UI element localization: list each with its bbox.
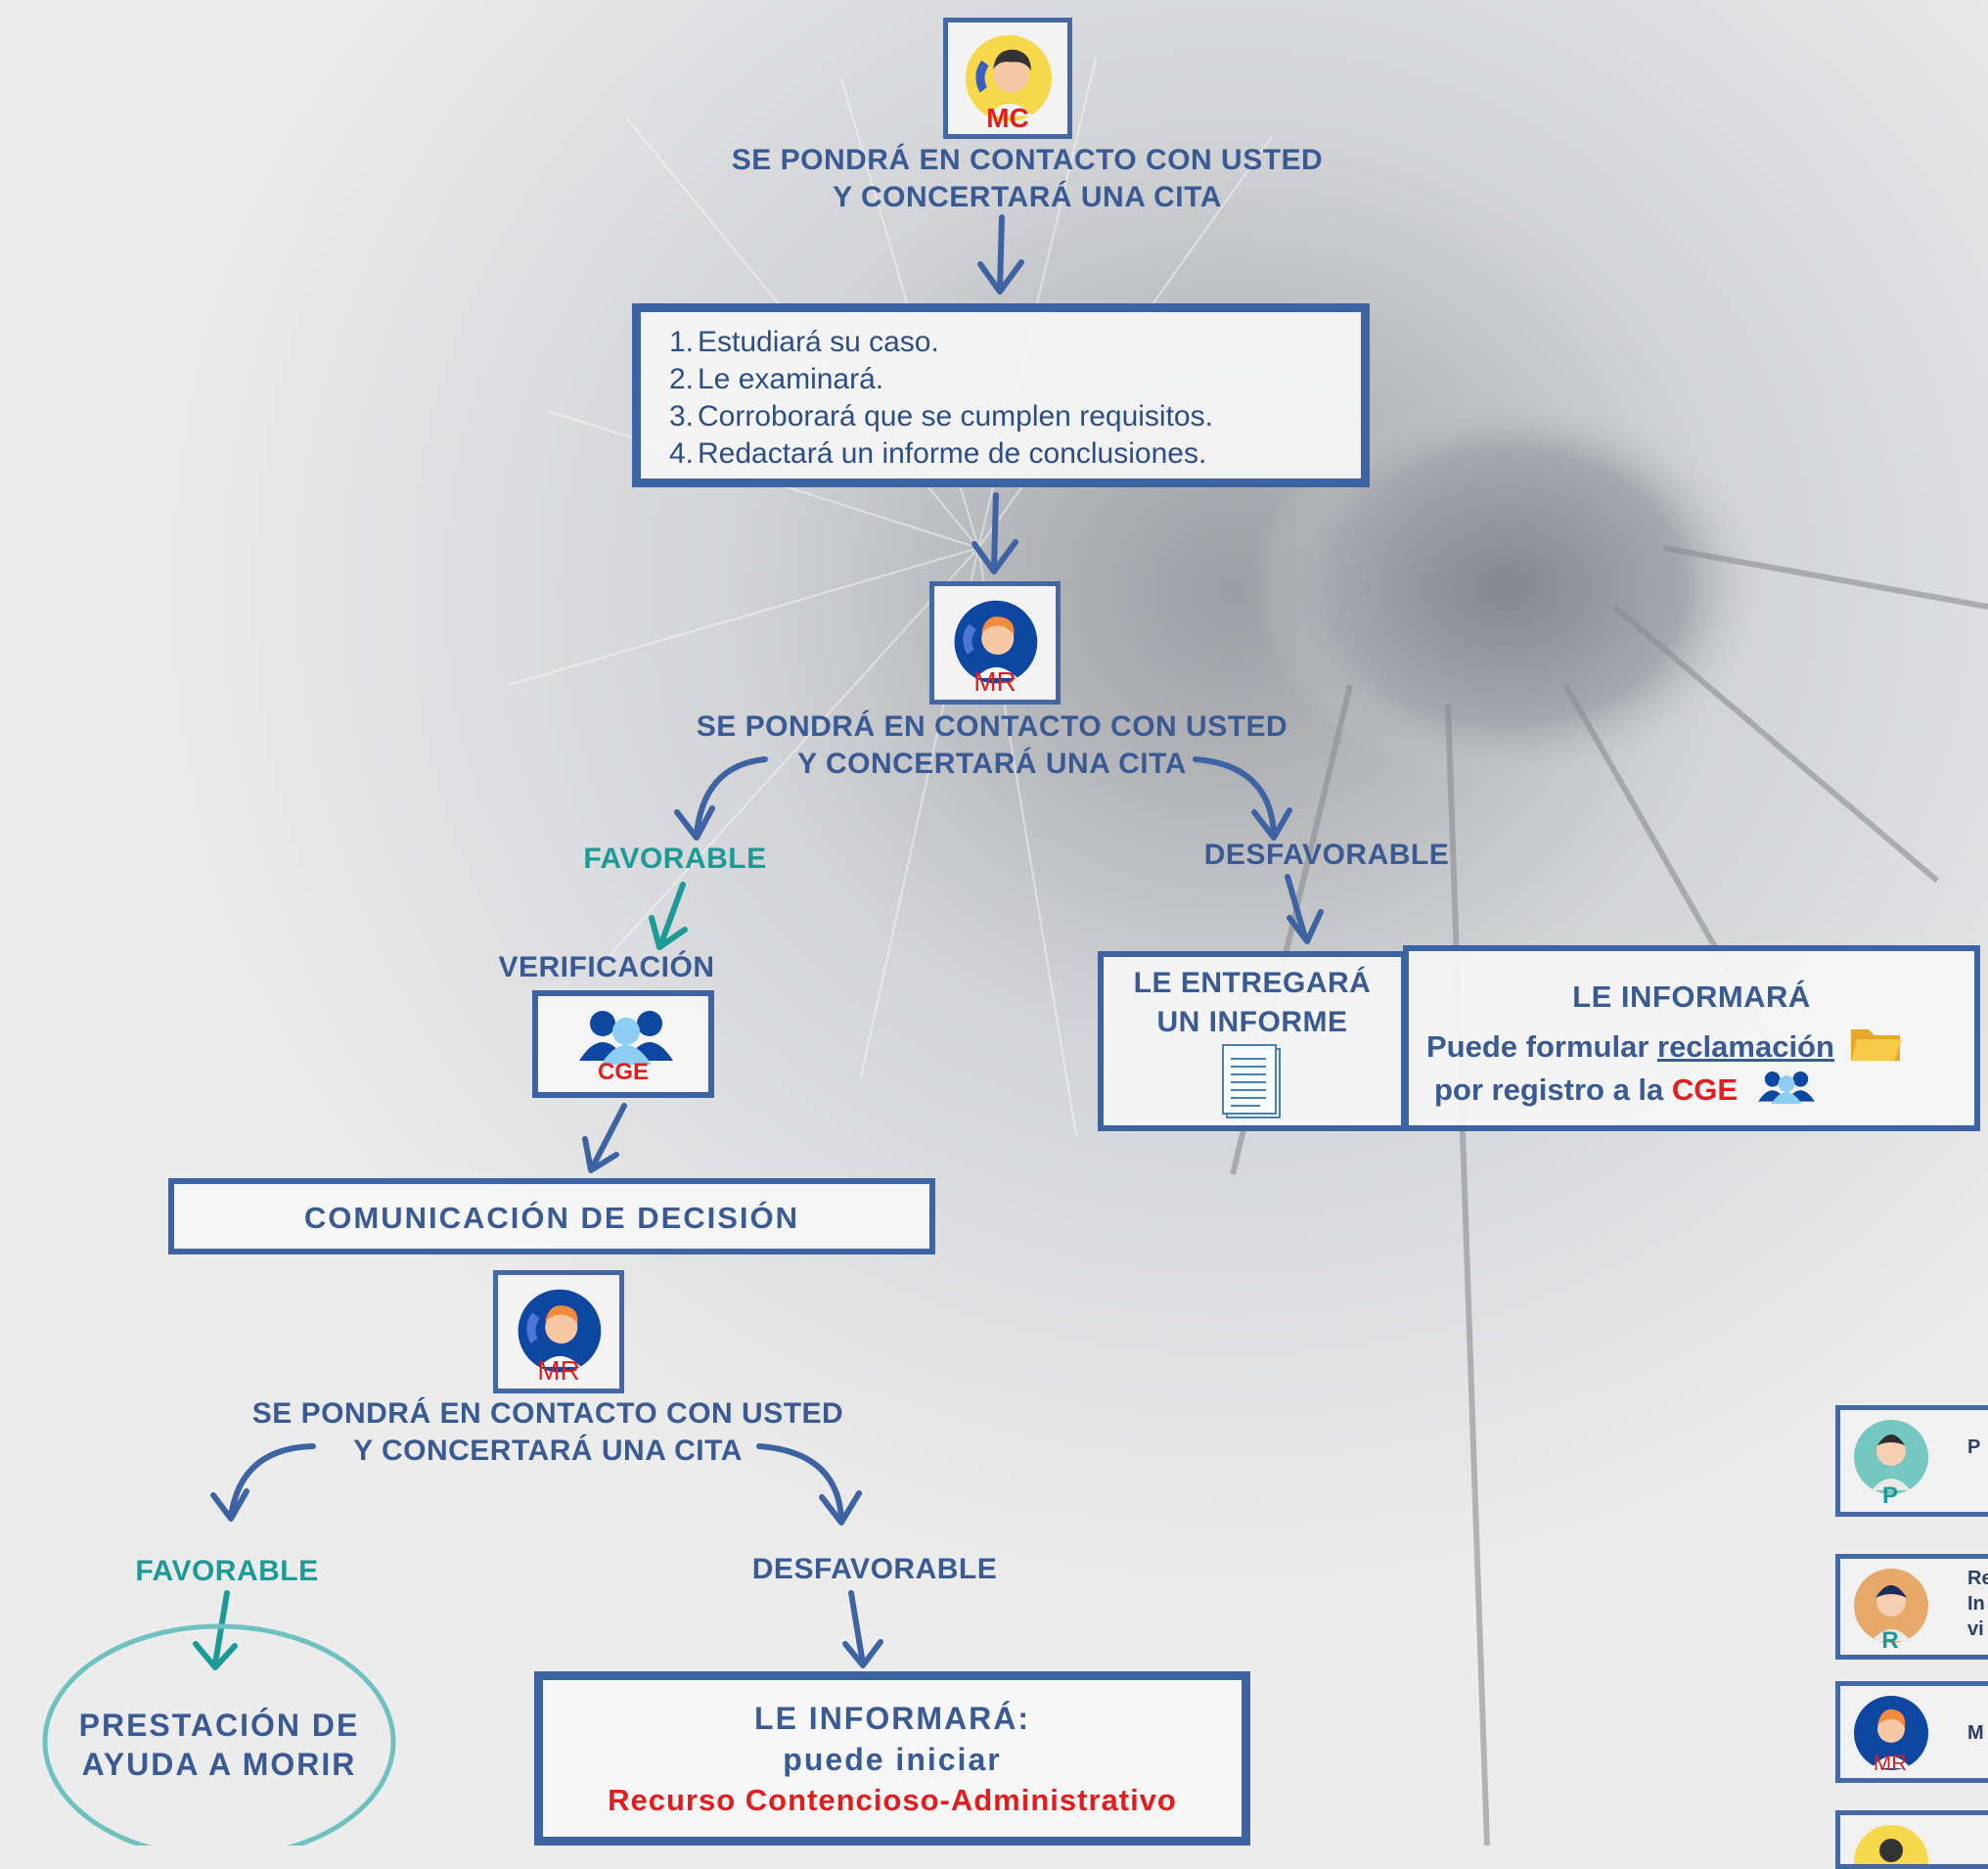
final-box: LE INFORMARÁ: puede iniciar Recurso Cont… <box>534 1671 1250 1846</box>
person-icon <box>1854 1569 1928 1643</box>
mr2-label: MR <box>537 1355 580 1386</box>
mc-avatar-frame: MC <box>943 18 1072 139</box>
legend-mr-label: MR <box>1873 1751 1908 1775</box>
arrow-fav2-to-outcome <box>193 1590 238 1670</box>
branch2-favorable: FAVORABLE <box>135 1555 319 1587</box>
arrow-mr2-left <box>210 1443 316 1522</box>
arrow-fav-to-verif <box>649 882 688 950</box>
final-line1: LE INFORMARÁ: <box>754 1701 1030 1736</box>
step-item: 4.Redactará un informe de conclusiones. <box>668 437 1207 470</box>
step-item: 2.Le examinará. <box>668 363 884 395</box>
inform-box: LE INFORMARÁ Puede formular reclamación … <box>1403 945 1980 1131</box>
outcome-ellipse <box>42 1623 396 1846</box>
legend-mr-text: M <box>1967 1722 1984 1744</box>
legend-r-text2: In <box>1967 1593 1985 1615</box>
outcome-line2: AYUDA A MORIR <box>81 1747 357 1782</box>
legend-mr: MR M <box>1835 1681 1988 1783</box>
arrow-mr2-right <box>756 1443 862 1526</box>
folder-icon <box>1850 1029 1902 1061</box>
step-item: 1.Estudiará su caso. <box>668 326 939 358</box>
legend-r-text1: Re <box>1967 1568 1988 1589</box>
steps-list: 1.Estudiará su caso. 2.Le examinará. 3.C… <box>641 312 1361 473</box>
final-line3: Recurso Contencioso-Administrativo <box>608 1783 1177 1817</box>
cge-label: CGE <box>597 1059 649 1085</box>
legend-p-text: P <box>1967 1436 1981 1458</box>
mc-label: MC <box>986 103 1029 133</box>
arrow-desf2-to-final <box>842 1590 883 1668</box>
phone-person-icon <box>518 1289 602 1373</box>
arrow-steps-to-mr <box>971 492 1018 574</box>
legend-p-label: P <box>1881 1482 1898 1509</box>
inform-line3: por registro a la CGE <box>1434 1069 1817 1108</box>
mr2-avatar-frame: MR <box>493 1270 624 1393</box>
legend-r-text3: vi <box>1967 1618 1984 1640</box>
reclamacion-link[interactable]: reclamación <box>1657 1029 1834 1064</box>
report-line1: LE ENTREGARÁ <box>1133 967 1372 999</box>
arrow-mr1-left <box>674 756 768 841</box>
mr2-heading-line2: Y CONCERTARÁ UNA CITA <box>353 1435 743 1467</box>
decision-box: COMUNICACIÓN DE DECISIÓN <box>168 1178 935 1254</box>
branch1-favorable: FAVORABLE <box>583 843 767 875</box>
outcome-line1: PRESTACIÓN DE <box>78 1708 360 1743</box>
branch1-desfavorable: DESFAVORABLE <box>1203 839 1450 871</box>
mr1-heading-line1: SE PONDRÁ EN CONTACTO CON USTED <box>696 710 1288 743</box>
mr1-avatar-frame: MR <box>929 581 1061 705</box>
branch2-desfavorable: DESFAVORABLE <box>751 1553 998 1585</box>
report-box: LE ENTREGARÁ UN INFORME <box>1098 951 1407 1131</box>
legend-p: P P <box>1835 1405 1988 1517</box>
arrow-mr1-right <box>1193 756 1292 841</box>
group-icon <box>579 1011 673 1065</box>
legend-r-label: R <box>1881 1627 1899 1654</box>
verification-label: VERIFICACIÓN <box>498 951 715 983</box>
final-line2: puede iniciar <box>783 1742 1002 1777</box>
arrow-top-to-steps <box>977 214 1024 295</box>
cge-box: CGE <box>532 990 714 1098</box>
mr1-label: MR <box>973 666 1017 697</box>
steps-box: 1.Estudiará su caso. 2.Le examinará. 3.C… <box>632 303 1370 487</box>
step-item: 3.Corroborará que se cumplen requisitos. <box>668 400 1213 433</box>
phone-person-icon <box>965 34 1053 122</box>
group-icon <box>1757 1071 1815 1104</box>
legend-r: R Re In vi <box>1835 1554 1988 1660</box>
mc-heading-line1: SE PONDRÁ EN CONTACTO CON USTED <box>731 144 1324 176</box>
mc-heading-line2: Y CONCERTARÁ UNA CITA <box>833 181 1222 213</box>
mr2-heading-line1: SE PONDRÁ EN CONTACTO CON USTED <box>251 1397 844 1430</box>
arrow-cge-to-decision <box>582 1103 627 1173</box>
legend-partial <box>1835 1810 1988 1869</box>
inform-line2: Puede formular reclamación <box>1426 1024 1904 1065</box>
decision-label: COMUNICACIÓN DE DECISIÓN <box>303 1201 800 1235</box>
document-icon <box>1222 1044 1281 1118</box>
report-line2: UN INFORME <box>1156 1006 1348 1038</box>
inform-title: LE INFORMARÁ <box>1572 980 1811 1014</box>
arrow-desf-to-report <box>1285 874 1324 944</box>
phone-person-icon <box>954 600 1038 684</box>
person-icon <box>1854 1420 1928 1494</box>
phone-person-icon <box>1854 1696 1928 1770</box>
mr1-heading-line2: Y CONCERTARÁ UNA CITA <box>797 748 1187 780</box>
